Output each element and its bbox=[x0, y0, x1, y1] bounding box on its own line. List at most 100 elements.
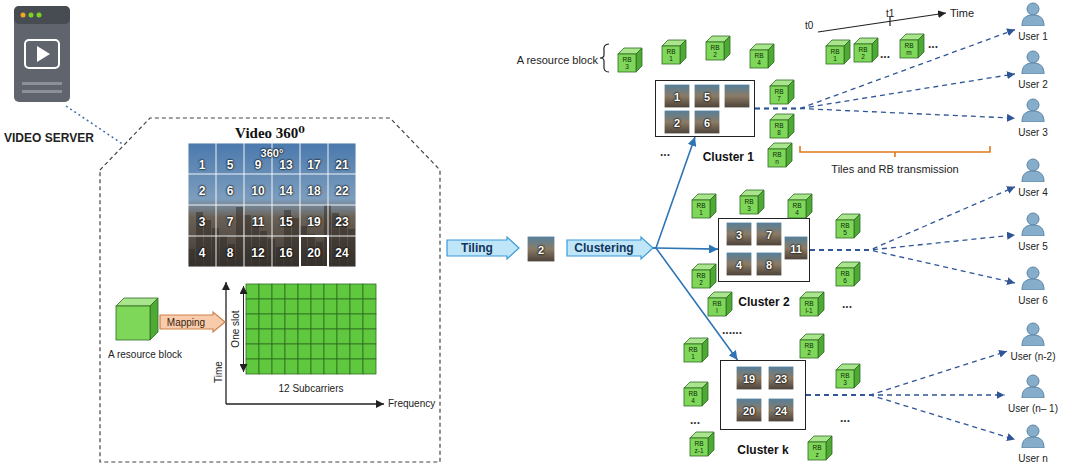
cube-side bbox=[826, 436, 832, 460]
tile-image bbox=[784, 236, 808, 260]
resource-element bbox=[259, 284, 272, 299]
tile-image bbox=[736, 366, 762, 390]
resource-block-icon bbox=[116, 298, 158, 340]
user-body bbox=[1022, 15, 1044, 26]
user-node: User 1 bbox=[1015, 2, 1051, 44]
user-head bbox=[1027, 213, 1039, 225]
label-holder: 11 bbox=[252, 212, 265, 230]
resource-element bbox=[246, 359, 259, 374]
resource-element bbox=[311, 284, 324, 299]
block-label: RB 2 bbox=[695, 272, 707, 286]
text-holder: RB 7 bbox=[770, 86, 788, 104]
text-holder: Clustering bbox=[567, 237, 641, 259]
user-node: User n bbox=[1015, 424, 1051, 466]
resource-element bbox=[246, 284, 259, 299]
user-label: User 5 bbox=[1018, 241, 1047, 252]
cube-front bbox=[116, 306, 150, 340]
highlighted-tile bbox=[300, 236, 328, 267]
cube-side bbox=[680, 40, 686, 64]
text-holder: RB 4 bbox=[788, 200, 806, 218]
text-holder: RB l bbox=[708, 298, 726, 316]
resource-block: RB 3 bbox=[740, 190, 764, 214]
tile-image bbox=[664, 110, 690, 134]
cube-front bbox=[706, 42, 724, 60]
transmission-link bbox=[806, 395, 1015, 439]
resource-block: RB 3 bbox=[836, 364, 860, 388]
user-label: User (n– 1) bbox=[1008, 403, 1058, 414]
user-head bbox=[1027, 425, 1039, 437]
label-holder: ... bbox=[660, 142, 670, 160]
label-holder: 11 bbox=[790, 239, 802, 257]
text-holder: User 5 bbox=[1018, 236, 1048, 254]
resource-element bbox=[311, 299, 324, 314]
resource-element bbox=[272, 344, 285, 359]
label-holder: 18 bbox=[307, 181, 320, 199]
cluster-arrow bbox=[653, 248, 718, 249]
ellipsis: ... bbox=[660, 145, 670, 159]
user-node: User 5 bbox=[1015, 212, 1051, 254]
cube-front bbox=[800, 340, 818, 358]
text-holder: RB 3 bbox=[836, 370, 854, 388]
resource-element bbox=[272, 284, 285, 299]
tile-number: 14 bbox=[279, 184, 292, 198]
cube-front bbox=[900, 40, 918, 58]
resource-element bbox=[324, 329, 337, 344]
cube-side bbox=[708, 432, 714, 456]
label-holder: ... bbox=[690, 410, 700, 428]
resource-element bbox=[285, 344, 298, 359]
tile-number: 19 bbox=[307, 215, 320, 229]
server-panel: Video 360⁰Mapping bbox=[100, 118, 440, 462]
user-node: User 3 bbox=[1015, 98, 1051, 140]
text-holder: User 2 bbox=[1018, 74, 1048, 92]
label-holder: ... bbox=[928, 34, 938, 52]
text-holder: User 6 bbox=[1018, 290, 1048, 308]
text-holder: RB 6 bbox=[836, 268, 854, 286]
user-node: User 2 bbox=[1015, 50, 1051, 92]
process-arrow: Clustering bbox=[567, 237, 653, 259]
resource-element bbox=[285, 299, 298, 314]
label-holder: 2 bbox=[674, 113, 680, 131]
tile-number: 10 bbox=[251, 184, 264, 198]
cluster-arrow bbox=[653, 248, 738, 360]
arrow-label: Tiling bbox=[461, 241, 493, 255]
video-frame bbox=[188, 143, 356, 267]
annotation: A resource block bbox=[517, 54, 598, 66]
text-holder: RB 2 bbox=[800, 340, 818, 358]
label-holder: 1 bbox=[199, 155, 206, 173]
tile-image bbox=[726, 222, 752, 246]
text-holder: RB 2 bbox=[692, 270, 710, 288]
label-holder: One slot bbox=[225, 310, 243, 347]
cluster-heading: Cluster 1 bbox=[703, 150, 754, 164]
cube-front bbox=[770, 86, 788, 104]
label-holder: 10 bbox=[251, 181, 264, 199]
cube-side bbox=[788, 80, 794, 104]
label-holder: 4 bbox=[736, 255, 742, 273]
cube-side bbox=[758, 190, 764, 214]
label-holder: 2 bbox=[199, 181, 206, 199]
cube-side bbox=[768, 44, 774, 68]
cube-side bbox=[710, 194, 716, 218]
resource-block: RB l bbox=[708, 292, 732, 316]
label-holder: 3 bbox=[199, 212, 206, 230]
label-holder: 24 bbox=[335, 243, 348, 261]
tile-number: 11 bbox=[790, 243, 802, 255]
label-holder: 7 bbox=[227, 212, 234, 230]
cube-side bbox=[786, 143, 792, 167]
tile-number: 15 bbox=[279, 215, 292, 229]
block-label: RB z bbox=[811, 444, 823, 458]
annotation: Time bbox=[213, 361, 224, 383]
resource-element bbox=[298, 359, 311, 374]
text-holder: RB 5 bbox=[836, 220, 854, 238]
cube-side bbox=[636, 48, 642, 72]
resource-element bbox=[272, 329, 285, 344]
tile-number: 3 bbox=[736, 229, 742, 241]
resource-element bbox=[337, 359, 350, 374]
resource-block: RB 4 bbox=[750, 44, 774, 68]
resource-element bbox=[259, 359, 272, 374]
resource-element bbox=[285, 314, 298, 329]
tile-number: 17 bbox=[307, 158, 320, 172]
watermark: 360° bbox=[261, 147, 284, 159]
label-holder: VIDEO SERVER bbox=[4, 128, 94, 146]
